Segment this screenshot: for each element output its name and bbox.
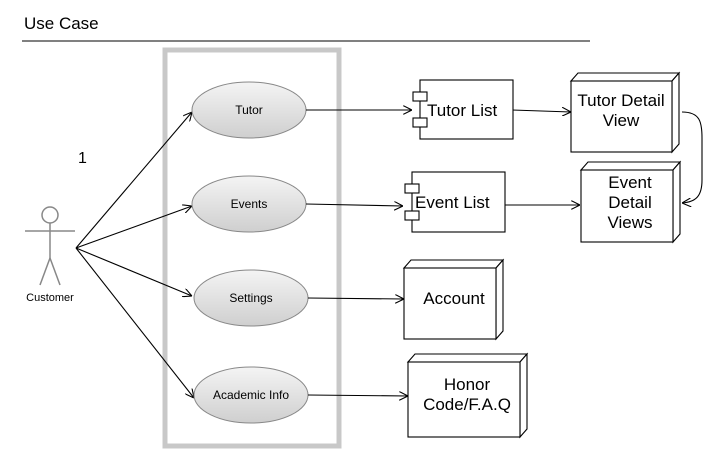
use-case-settings-label: Settings [229,291,272,305]
node-tutor-detail-line2: View [603,111,640,130]
node-tutor-detail-line1: Tutor Detail [577,91,664,110]
flow-tutor-detail-to-event-detail [682,111,703,203]
node-event-detail-line3: Views [607,213,652,232]
actor-head [41,206,59,224]
node-event-detail[interactable] [579,160,682,244]
actor-customer[interactable] [25,206,75,286]
actor-right-leg [49,257,61,286]
node-event-detail-line2: Detail [608,193,651,212]
node-honor-code[interactable] [406,352,529,439]
node-honor-line2: Code/F.A.Q [423,395,511,414]
use-case-tutor[interactable]: Tutor [191,81,307,139]
association-tutor [75,112,192,249]
flow-tutor-list-to-detail [511,110,571,112]
actor-left-leg [39,257,51,286]
component-event-list-label: Event List [415,193,490,212]
diagram-title: Use Case [24,14,99,33]
use-case-academic-label: Academic Info [213,388,289,402]
component-tutor-list-label: Tutor List [427,101,498,120]
actor-label: Customer [26,292,74,304]
node-event-detail-line1: Event [608,173,652,192]
use-case-tutor-label: Tutor [235,103,263,117]
use-case-settings[interactable]: Settings [193,269,309,327]
system-boundary [162,47,342,449]
node-account-label: Account [423,289,485,308]
node-honor-line1: Honor [444,375,491,394]
association-settings [75,247,192,296]
use-case-events-label: Events [231,197,268,211]
association-events [75,206,192,249]
component-tutor-list[interactable] [412,79,514,140]
flow-settings-to-account [307,298,404,299]
use-case-events[interactable]: Events [191,175,307,233]
use-case-academic[interactable]: Academic Info [193,366,309,424]
component-event-list[interactable] [404,171,506,233]
flow-academic-to-honor [307,395,408,396]
association-academic [75,247,194,398]
multiplicity-marker: 1 [78,150,87,167]
node-account[interactable] [402,258,505,341]
node-tutor-detail[interactable] [569,71,681,154]
flow-events-to-list [305,204,403,206]
